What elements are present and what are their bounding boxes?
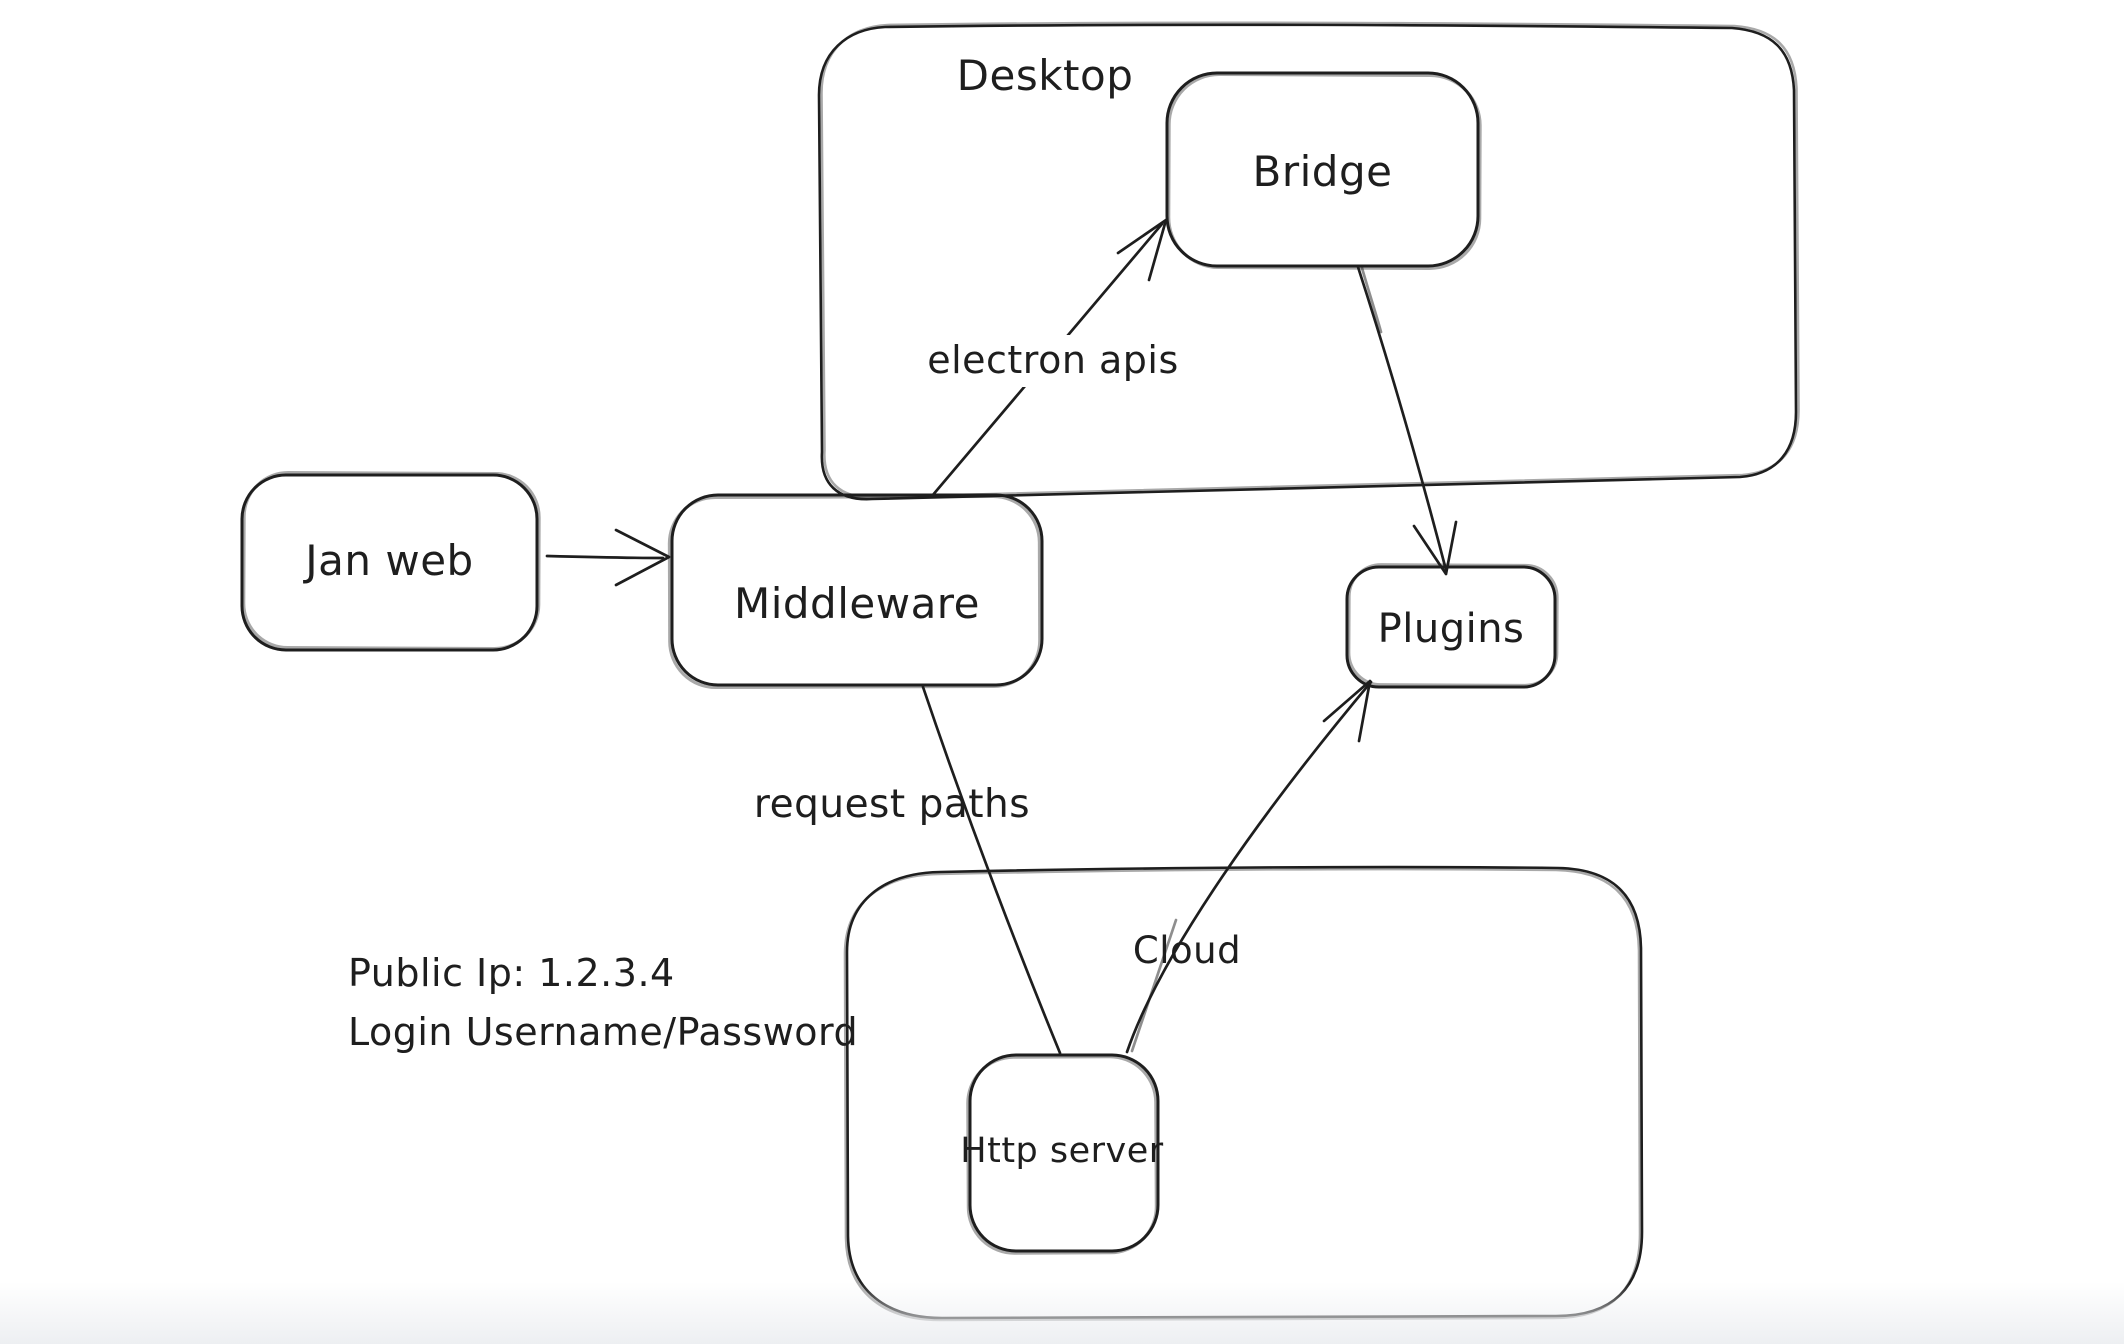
- desktop-container-label[interactable]: Desktop: [956, 51, 1134, 100]
- plugins-node-label[interactable]: Plugins: [1377, 606, 1525, 652]
- edge-label-electron-apis[interactable]: electron apis: [903, 335, 1203, 387]
- edge-middleware-to-http-server[interactable]: [921, 685, 1062, 1055]
- plugins-node-box[interactable]: [1345, 563, 1559, 689]
- jan-web-node-box[interactable]: [240, 471, 541, 652]
- edge-bridge-to-plugins[interactable]: [1356, 265, 1458, 576]
- cloud-container-label[interactable]: Cloud: [1132, 929, 1242, 972]
- http-server-node-label[interactable]: Http server: [960, 1131, 1164, 1171]
- desktop-container-box[interactable]: [817, 21, 1800, 501]
- edge-jan-web-to-middleware[interactable]: [545, 528, 671, 587]
- edge-http-server-to-plugins[interactable]: [1125, 679, 1373, 1054]
- arrowhead-bridge-to-plugins: [1412, 520, 1458, 576]
- middleware-node-label[interactable]: Middleware: [733, 579, 980, 628]
- cloud-container-box[interactable]: [843, 865, 1644, 1322]
- jan-web-node-label[interactable]: Jan web: [305, 536, 474, 585]
- http-server-node-box[interactable]: [966, 1053, 1160, 1255]
- arrowhead-jan-web-to-middleware: [614, 528, 671, 587]
- edge-label-request-paths[interactable]: request paths: [753, 782, 1031, 827]
- arrowhead-middleware-to-bridge: [1116, 218, 1168, 282]
- middleware-node-box[interactable]: [667, 493, 1044, 689]
- public-ip-annotation[interactable]: Public Ip: 1.2.3.4: [348, 951, 675, 995]
- bridge-node-box[interactable]: [1165, 71, 1482, 270]
- bridge-node-label[interactable]: Bridge: [1252, 147, 1393, 196]
- arrowhead-http-server-to-plugins: [1322, 679, 1372, 743]
- login-annotation[interactable]: Login Username/Password: [348, 1010, 859, 1054]
